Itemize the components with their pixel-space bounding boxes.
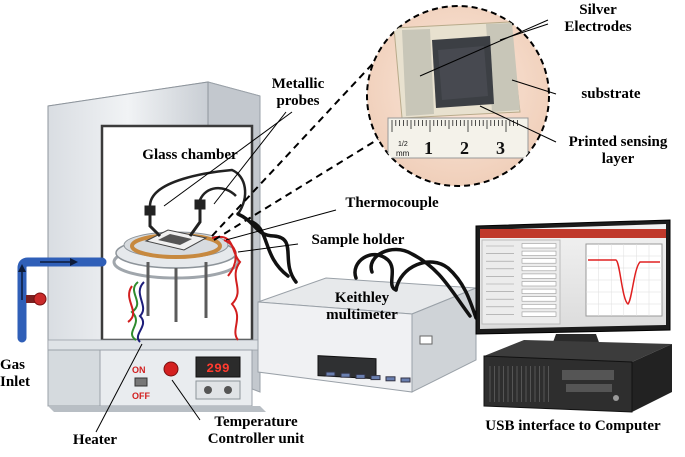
ruler-number-3: 3 xyxy=(496,138,505,158)
label-line: substrate xyxy=(581,86,641,102)
label-line: Glass chamber xyxy=(142,147,238,163)
red-valve-icon xyxy=(26,292,47,306)
gas-inlet-pipe xyxy=(17,257,107,343)
multimeter-button xyxy=(385,376,396,382)
label-line: Controller unit xyxy=(207,431,305,447)
label-line: Silver xyxy=(579,2,617,18)
red-lamp-icon xyxy=(163,361,179,377)
form-row-field xyxy=(521,311,557,317)
temperature-display xyxy=(195,356,241,378)
sample-holder xyxy=(112,229,240,322)
form-row-field xyxy=(521,258,557,264)
glass-chamber-label: Glass chamber xyxy=(132,147,248,164)
form-row-field xyxy=(521,281,557,287)
heater-label: Heater xyxy=(62,432,128,449)
knob-icon[interactable] xyxy=(204,386,212,394)
multimeter-button xyxy=(340,372,351,378)
label-line: Temperature xyxy=(214,414,298,430)
form-row-field xyxy=(521,243,557,249)
internal-wires xyxy=(127,235,242,343)
usb-interface-label: USB interface to Computer xyxy=(466,418,680,435)
label-line: multimeter xyxy=(326,307,398,323)
temperature-controller-label: Temperature Controller unit xyxy=(194,414,318,448)
multimeter-button xyxy=(370,375,381,381)
multimeter-button xyxy=(325,371,336,377)
ruler-number-1: 1 xyxy=(424,138,433,158)
silver-electrode-left xyxy=(402,29,434,116)
label-line: layer xyxy=(601,151,635,167)
form-row-field xyxy=(521,265,557,272)
sensor-response-curve xyxy=(588,259,660,305)
label-line: Heater xyxy=(72,432,118,448)
sample-holder-label: Sample holder xyxy=(296,232,420,249)
form-row-field xyxy=(521,296,557,302)
form-row-field xyxy=(521,303,557,310)
thermocouple-label: Thermocouple xyxy=(334,195,450,212)
multimeter-button[interactable] xyxy=(419,335,433,345)
gas-inlet-label: Gas Inlet xyxy=(0,357,44,391)
off-label: OFF xyxy=(132,391,150,401)
keithley-multimeter xyxy=(257,277,477,393)
temperature-display-value: 299 xyxy=(206,361,230,376)
on-label: ON xyxy=(132,365,146,375)
form-row-field xyxy=(521,250,557,256)
ruler-number-2: 2 xyxy=(460,138,469,158)
power-switch[interactable] xyxy=(134,377,148,387)
metallic-probes-label: Metallic probes xyxy=(258,76,338,110)
knob-icon[interactable] xyxy=(224,386,232,394)
silver-electrode-right xyxy=(486,23,520,112)
sensor-closeup-inset: 1 2 3 1/2 mm xyxy=(366,5,557,187)
computer xyxy=(475,219,672,413)
label-line: Metallic xyxy=(271,76,325,92)
label-line: probes xyxy=(276,93,320,109)
multimeter-button xyxy=(400,377,411,383)
label-line: Thermocouple xyxy=(345,195,439,211)
silver-electrodes-label: Silver Electrodes xyxy=(552,2,644,36)
label-line: Keithley xyxy=(334,290,390,306)
label-line: Inlet xyxy=(0,374,30,390)
power-button[interactable] xyxy=(613,395,619,401)
printed-sensing-layer-label: Printed sensing layer xyxy=(556,134,680,168)
label-line: Gas xyxy=(0,357,26,373)
keithley-multimeter-label: Keithley multimeter xyxy=(314,290,410,324)
form-row-field xyxy=(521,273,557,279)
label-line: Electrodes xyxy=(564,19,632,35)
substrate-label: substrate xyxy=(566,86,656,103)
form-row-field xyxy=(521,288,557,294)
multimeter-button xyxy=(355,373,366,379)
label-line: Printed sensing xyxy=(568,134,668,150)
ruler-unit: mm xyxy=(396,149,410,158)
label-line: USB interface to Computer xyxy=(485,418,661,434)
label-line: Sample holder xyxy=(311,232,405,248)
ruler-fraction: 1/2 xyxy=(398,141,408,148)
